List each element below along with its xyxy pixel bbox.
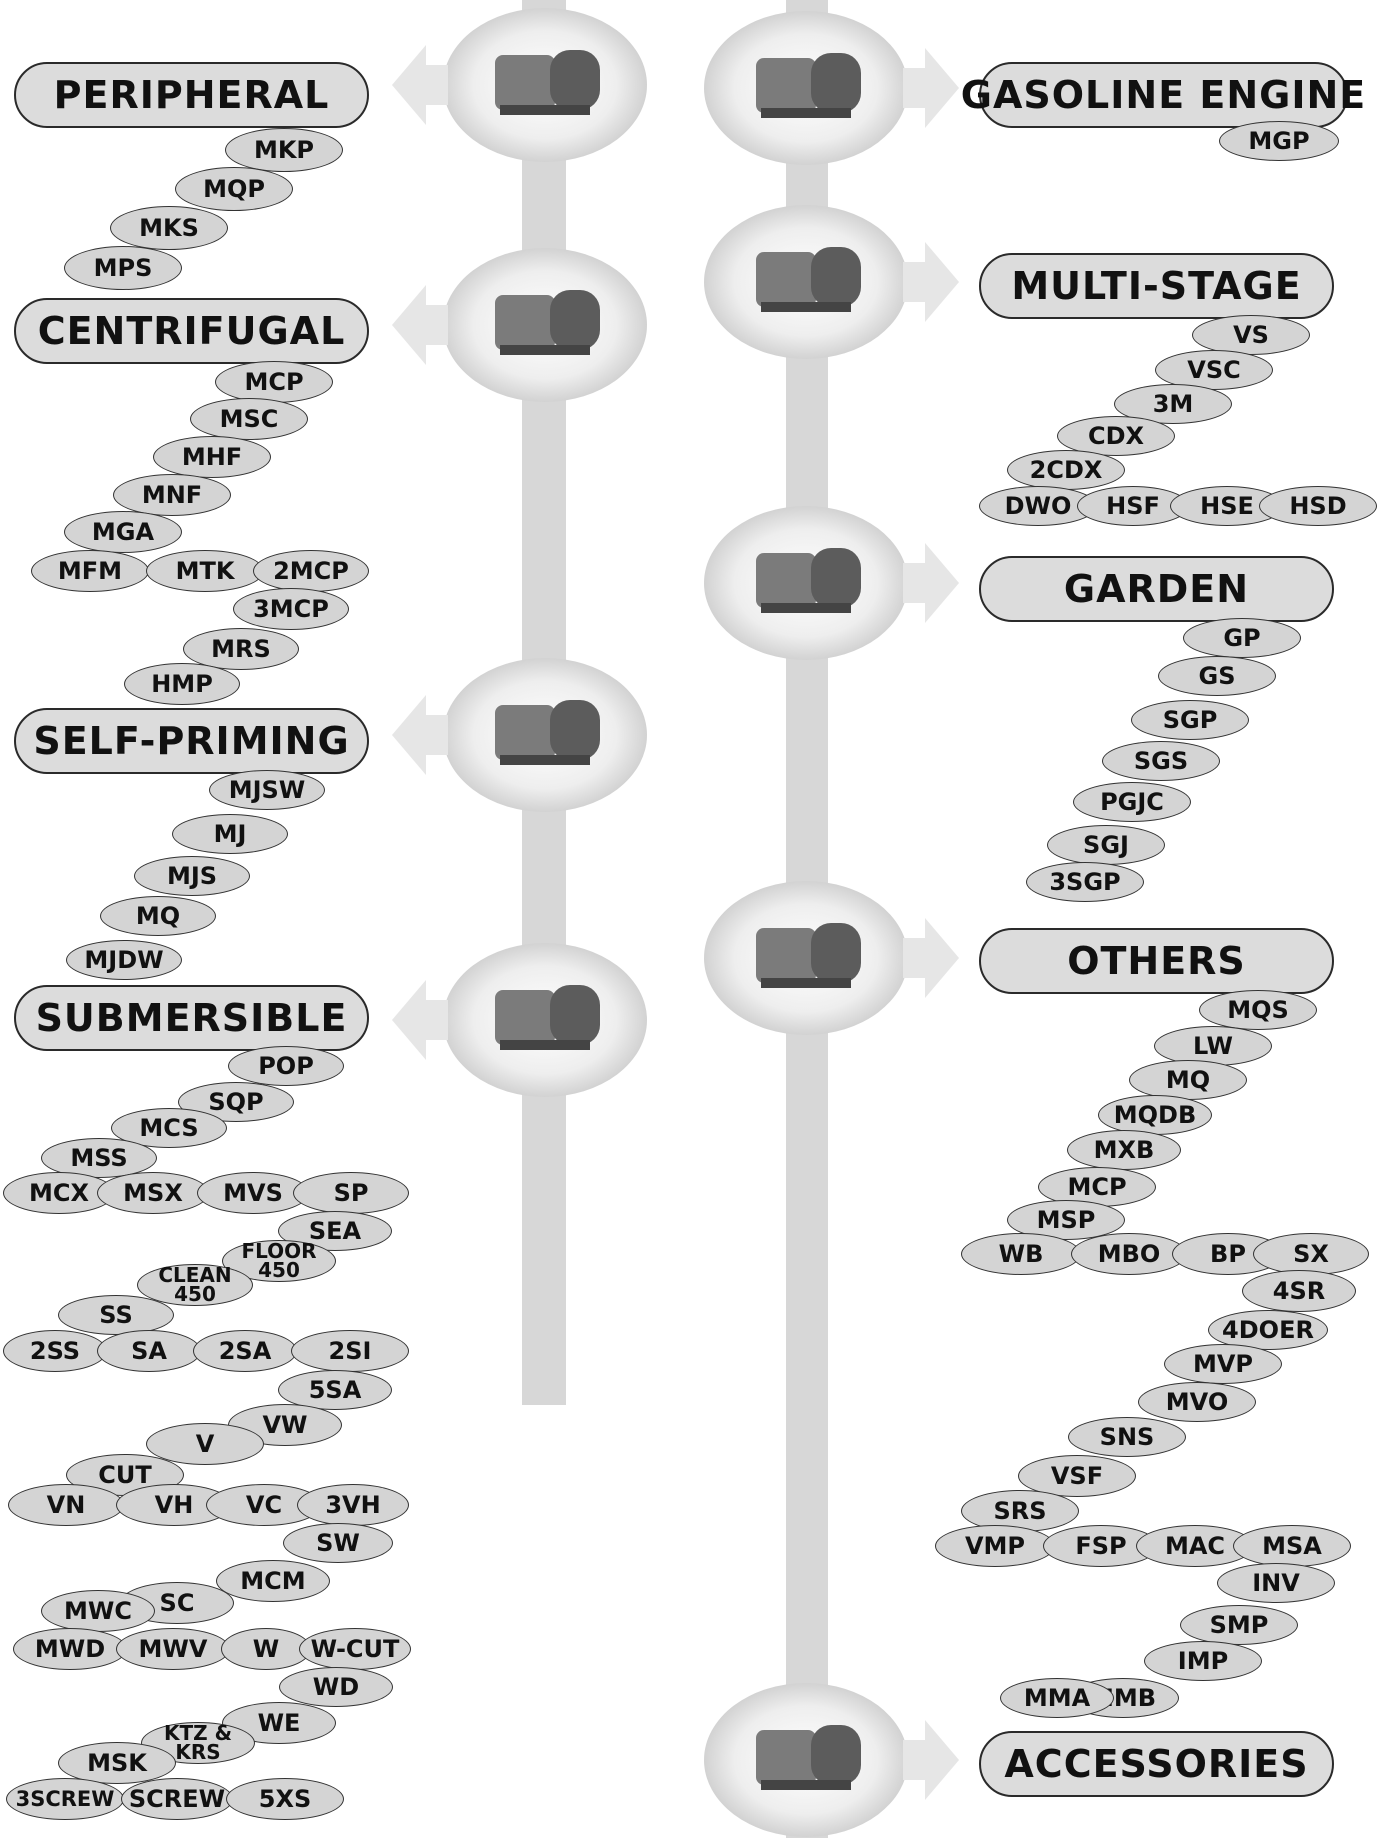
model-pill-mq[interactable]: MQ bbox=[100, 896, 216, 936]
model-pill-sgj[interactable]: SGJ bbox=[1047, 825, 1165, 865]
model-pill-mks[interactable]: MKS bbox=[110, 206, 228, 250]
model-pill-hmp[interactable]: HMP bbox=[124, 663, 240, 705]
model-pill-sgs[interactable]: SGS bbox=[1102, 741, 1220, 781]
model-pill-hsd[interactable]: HSD bbox=[1259, 486, 1377, 526]
direction-arrow-icon bbox=[390, 283, 450, 367]
model-pill-mgp[interactable]: MGP bbox=[1219, 121, 1339, 161]
model-pill-2si[interactable]: 2SI bbox=[291, 1330, 409, 1372]
category-header-self-priming[interactable]: SELF-PRIMING bbox=[14, 708, 369, 774]
model-pill-mjsw[interactable]: MJSW bbox=[209, 770, 325, 810]
model-pill-mkp[interactable]: MKP bbox=[225, 128, 343, 172]
model-pill-sw[interactable]: SW bbox=[283, 1523, 393, 1563]
model-pill-2mcp[interactable]: 2MCP bbox=[253, 550, 369, 592]
category-header-centrifugal[interactable]: CENTRIFUGAL bbox=[14, 298, 369, 364]
booster-pump-photo bbox=[701, 878, 911, 1038]
model-pill-2ss[interactable]: 2SS bbox=[3, 1330, 107, 1372]
model-pill-mq[interactable]: MQ bbox=[1129, 1060, 1247, 1100]
model-pill-sgp[interactable]: SGP bbox=[1131, 700, 1249, 740]
model-pill-3mcp[interactable]: 3MCP bbox=[233, 588, 349, 630]
model-pill-mwc[interactable]: MWC bbox=[41, 1590, 155, 1632]
model-pill-5xs[interactable]: 5XS bbox=[226, 1778, 344, 1820]
model-pill-wb[interactable]: WB bbox=[961, 1233, 1081, 1275]
category-header-accessories[interactable]: ACCESSORIES bbox=[979, 1731, 1334, 1797]
category-header-garden[interactable]: GARDEN bbox=[979, 556, 1334, 622]
pressure-tank-photo bbox=[701, 1680, 911, 1838]
model-pill-msa[interactable]: MSA bbox=[1233, 1525, 1351, 1567]
model-pill-w[interactable]: W bbox=[221, 1628, 311, 1670]
model-pill-mwd[interactable]: MWD bbox=[13, 1628, 127, 1670]
model-pill-sx[interactable]: SX bbox=[1253, 1233, 1369, 1275]
model-pill-gp[interactable]: GP bbox=[1183, 618, 1301, 658]
submersible-pump-photo bbox=[440, 940, 650, 1100]
model-pill-msx[interactable]: MSX bbox=[97, 1172, 209, 1214]
model-pill-sns[interactable]: SNS bbox=[1068, 1417, 1186, 1457]
model-pill-imp[interactable]: IMP bbox=[1144, 1641, 1262, 1681]
model-pill-mcp[interactable]: MCP bbox=[215, 361, 333, 403]
model-pill-mga[interactable]: MGA bbox=[64, 511, 182, 553]
model-pill-vn[interactable]: VN bbox=[8, 1484, 124, 1526]
multi-stage-pump-photo bbox=[701, 202, 911, 362]
model-pill-pop[interactable]: POP bbox=[228, 1046, 344, 1086]
direction-arrow-icon bbox=[390, 43, 450, 127]
garden-pump-photo bbox=[701, 503, 911, 663]
self-priming-pump-photo bbox=[440, 655, 650, 815]
direction-arrow-icon bbox=[901, 916, 961, 1000]
model-pill-2cdx[interactable]: 2CDX bbox=[1007, 450, 1125, 490]
category-header-multi-stage[interactable]: MULTI-STAGE bbox=[979, 253, 1334, 319]
category-header-peripheral[interactable]: PERIPHERAL bbox=[14, 62, 369, 128]
model-pill-gs[interactable]: GS bbox=[1158, 656, 1276, 696]
gasoline-engine-pump-photo bbox=[701, 8, 911, 168]
model-pill-mbo[interactable]: MBO bbox=[1071, 1233, 1187, 1275]
direction-arrow-icon bbox=[390, 978, 450, 1062]
model-pill-mxb[interactable]: MXB bbox=[1067, 1130, 1181, 1170]
model-pill-mcm[interactable]: MCM bbox=[216, 1560, 330, 1602]
model-pill-mqdb[interactable]: MQDB bbox=[1098, 1095, 1212, 1135]
direction-arrow-icon bbox=[901, 541, 961, 625]
model-pill-mj[interactable]: MJ bbox=[172, 814, 288, 854]
model-pill-sp[interactable]: SP bbox=[293, 1172, 409, 1214]
model-pill-mnf[interactable]: MNF bbox=[113, 474, 231, 516]
model-pill-mvo[interactable]: MVO bbox=[1138, 1382, 1256, 1422]
model-pill-inv[interactable]: INV bbox=[1217, 1563, 1335, 1603]
model-pill-3screw[interactable]: 3SCREW bbox=[6, 1778, 124, 1820]
centrifugal-pump-photo bbox=[440, 245, 650, 405]
model-pill-mjdw[interactable]: MJDW bbox=[66, 940, 182, 980]
model-pill-w-cut[interactable]: W-CUT bbox=[299, 1628, 411, 1670]
direction-arrow-icon bbox=[901, 46, 961, 130]
category-header-gasoline-engine[interactable]: GASOLINE ENGINE bbox=[979, 62, 1348, 128]
direction-arrow-icon bbox=[901, 240, 961, 324]
model-pill-screw[interactable]: SCREW bbox=[121, 1778, 233, 1820]
model-pill-mps[interactable]: MPS bbox=[64, 246, 182, 290]
model-pill-mjs[interactable]: MJS bbox=[134, 856, 250, 896]
model-pill-mma[interactable]: MMA bbox=[1000, 1678, 1114, 1718]
model-pill-mqs[interactable]: MQS bbox=[1199, 990, 1317, 1030]
category-header-others[interactable]: OTHERS bbox=[979, 928, 1334, 994]
model-pill-mtk[interactable]: MTK bbox=[146, 550, 264, 592]
model-pill-ss[interactable]: SS bbox=[58, 1295, 174, 1335]
model-pill-4sr[interactable]: 4SR bbox=[1242, 1270, 1356, 1312]
model-pill-2sa[interactable]: 2SA bbox=[193, 1330, 297, 1372]
model-pill-mvp[interactable]: MVP bbox=[1164, 1344, 1282, 1384]
model-pill-msc[interactable]: MSC bbox=[190, 398, 308, 440]
peripheral-pump-photo bbox=[440, 5, 650, 165]
model-pill-mwv[interactable]: MWV bbox=[116, 1628, 230, 1670]
model-pill-mhf[interactable]: MHF bbox=[153, 436, 271, 478]
direction-arrow-icon bbox=[901, 1718, 961, 1802]
model-pill-smp[interactable]: SMP bbox=[1180, 1605, 1298, 1645]
category-header-submersible[interactable]: SUBMERSIBLE bbox=[14, 985, 369, 1051]
model-pill-sa[interactable]: SA bbox=[97, 1330, 201, 1372]
model-pill-3sgp[interactable]: 3SGP bbox=[1026, 862, 1144, 902]
model-pill-3vh[interactable]: 3VH bbox=[297, 1484, 409, 1526]
model-pill-mfm[interactable]: MFM bbox=[31, 550, 149, 592]
model-pill-pgjc[interactable]: PGJC bbox=[1073, 782, 1191, 822]
model-pill-vs[interactable]: VS bbox=[1192, 315, 1310, 355]
model-pill-mqp[interactable]: MQP bbox=[175, 167, 293, 211]
model-pill-vmp[interactable]: VMP bbox=[935, 1525, 1055, 1567]
model-pill-wd[interactable]: WD bbox=[279, 1667, 393, 1707]
direction-arrow-icon bbox=[390, 693, 450, 777]
